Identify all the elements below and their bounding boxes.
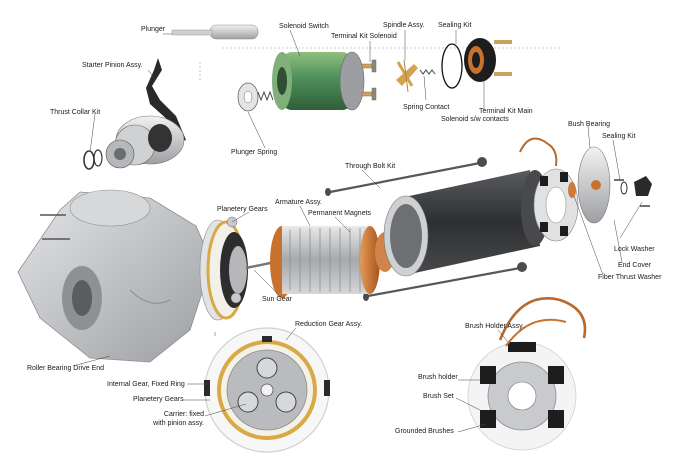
right-sealing-ring (620, 181, 628, 195)
brush-holder-part-top (519, 137, 579, 242)
fiber-washer (568, 182, 576, 198)
sealing-ring (441, 43, 463, 89)
label-sealing-kit-top: Sealing Kit (438, 22, 472, 29)
label-armature-assy: Armature Assy. (275, 199, 322, 206)
label-lock-washer: Lock Washer (614, 246, 655, 253)
label-spring-contact: Spring Contact (403, 104, 450, 111)
label-carrier-line2: with pinion assy. (153, 420, 204, 427)
label-plunger: Plunger (141, 26, 166, 33)
label-internal-gear: Internal Gear, Fixed Ring (107, 381, 185, 388)
label-terminal-kit-main: Terminal Kit Main (479, 108, 533, 115)
label-plunger-spring: Plunger Spring (231, 149, 278, 156)
label-brush-holder-assy: Brush Holder Assy. (465, 323, 525, 330)
lock-washer-nut (614, 176, 652, 207)
label-end-cover: End Cover (618, 262, 652, 269)
fork-lever (146, 58, 186, 142)
label-planetary-gears-top: Planetery Gears (217, 206, 268, 213)
leader-lines (72, 29, 643, 433)
label-planetary-gears-bottom: Planetery Gears (133, 396, 184, 403)
label-solenoid-contacts: Solenoid s/w contacts (441, 116, 509, 123)
label-thrust-collar-kit: Thrust Collar Kit (50, 109, 101, 116)
label-fiber-thrust-washer: Fiber Thrust Washer (598, 274, 662, 281)
label-through-bolt-kit: Through Bolt Kit (345, 163, 396, 170)
label-spindle-assy: Spindle Assy. (383, 22, 425, 29)
label-starter-pinion-assy: Starter Pinion Assy. (82, 62, 143, 69)
thrust-collar-rings (83, 149, 103, 170)
terminal-studs (361, 59, 377, 101)
through-bolts (328, 161, 522, 298)
label-permanent-magnets: Permanent Magnets (308, 210, 372, 217)
label-sealing-kit-right: Sealing Kit (602, 133, 636, 140)
label-carrier-line1: Carrier: fixed (163, 411, 204, 418)
spring-contact-coil (419, 69, 436, 75)
plunger-part (171, 24, 259, 40)
brush-holder-detail (467, 297, 587, 451)
motor-yoke-part (383, 170, 549, 277)
label-brush-holder: Brush holder (418, 374, 458, 381)
label-bush-bearing: Bush Bearing (568, 121, 611, 128)
solenoid-switch-part (272, 51, 365, 111)
label-brush-set: Brush Set (423, 393, 454, 400)
planetary-gear-stack (199, 216, 248, 321)
plunger-spring-part (237, 82, 274, 112)
label-sun-gear: Sun Gear (262, 296, 292, 303)
label-roller-bearing-drive-end: Roller Bearing Drive End (27, 365, 105, 372)
spindle-part (396, 59, 418, 93)
solenoid-cap (464, 38, 512, 82)
starter-pinion-part (105, 115, 185, 169)
drive-end-housing (17, 189, 213, 363)
armature-part (245, 226, 421, 298)
label-terminal-kit-solenoid: Terminal Kit Solenoid (331, 33, 397, 40)
label-solenoid-switch: Solenoid Switch (279, 23, 329, 30)
end-cover-part (577, 146, 611, 224)
label-grounded-brushes: Grounded Brushes (395, 428, 454, 435)
label-reduction-gear-assy: Reduction Gear Assy. (295, 321, 363, 328)
reduction-gear-detail (204, 327, 330, 453)
